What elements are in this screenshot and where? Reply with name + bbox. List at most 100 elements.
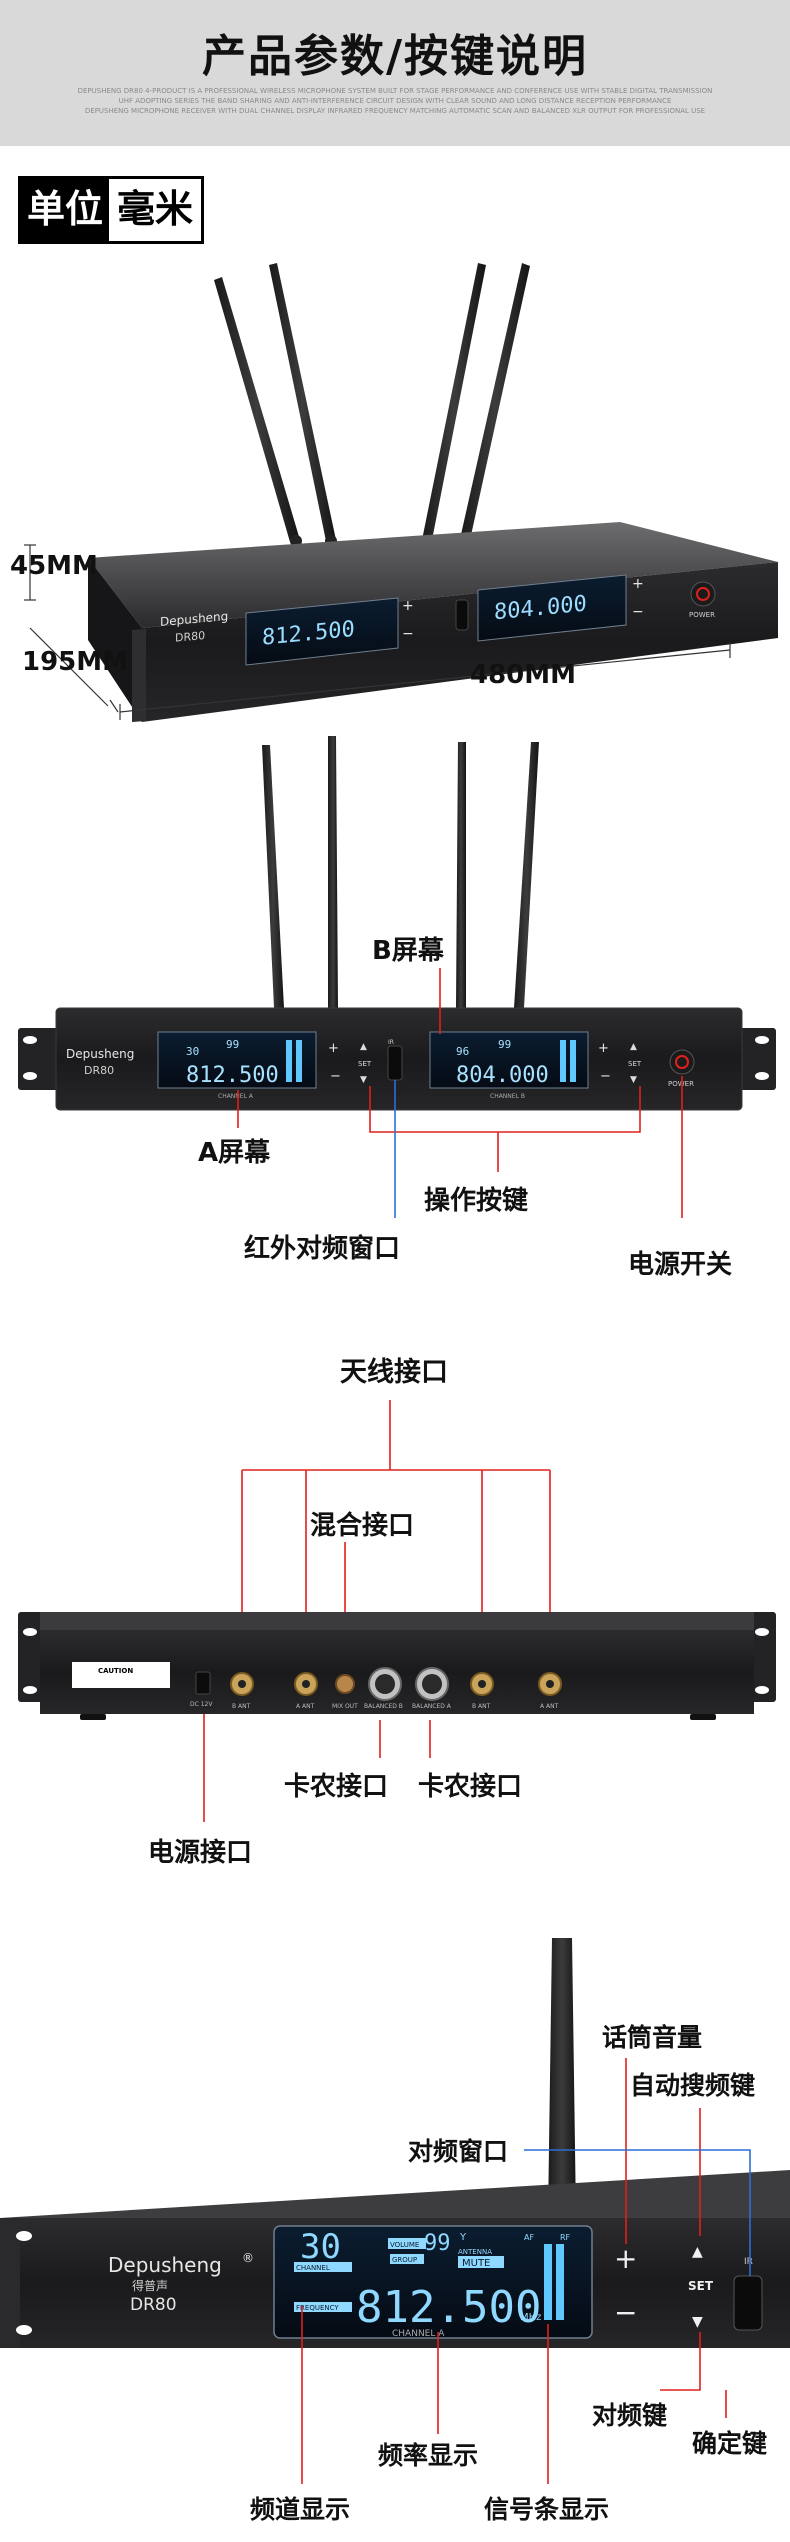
callout-channel-display: 频道显示 [250,2495,351,2524]
callout-xlr-right: 卡农接口 [418,1772,523,1802]
xlr-connector [368,1667,449,1701]
plus-button-b[interactable]: + [598,1041,609,1056]
dc-label: DC 12V [190,1701,213,1708]
device-rear-view: CAUTION DC 12V B ANT A ANT MIX OUT BALAN… [18,1400,776,1822]
pair-arrow-icon[interactable]: ▼ [692,2314,703,2330]
ir-label: IR [744,2257,753,2267]
device-perspective: Depusheng DR80 812.500 804.000 + − + − P… [24,263,778,722]
channel-a-label: CHANNEL A [218,1093,254,1100]
channel-a-label: CHANNEL A [392,2329,445,2339]
header-banner: 产品参数/按键说明 DEPUSHENG DR80 4-PRODUCT IS A … [0,0,790,146]
display-channel-tag: CHANNEL [296,2264,330,2272]
screen-b-frequency: 804.000 [456,1063,549,1088]
screen-a-volume: 99 [226,1038,239,1051]
callout-mix-port: 混合接口 [310,1511,415,1541]
scan-arrow-icon[interactable]: ▲ [630,1042,637,1052]
callout-xlr-left: 卡农接口 [284,1772,389,1802]
minus-button[interactable]: − [614,2296,637,2329]
signal-bars-a [286,1040,302,1082]
port-label: BALANCED B [364,1703,403,1710]
minus-button-b[interactable]: − [632,604,644,620]
pair-arrow-icon[interactable]: ▼ [360,1075,367,1085]
port-label: B ANT [232,1703,251,1710]
antenna-icon [548,1938,576,2218]
plus-button-b[interactable]: + [632,576,644,592]
display-channel-number: 30 [300,2227,341,2267]
unit-label-part-a: 单位 [21,179,110,241]
display-volume-tag: VOLUME [390,2241,419,2249]
screen-a [273,2225,593,2339]
mix-out-jack [335,1674,355,1694]
port-label: A ANT [540,1703,559,1710]
display-mhz: MHz [520,2312,541,2323]
scan-arrow-icon[interactable]: ▲ [692,2244,703,2260]
bnc-connector [230,1672,562,1696]
scan-arrow-icon[interactable]: ▲ [360,1042,367,1052]
dc-port [195,1671,211,1695]
device-front-view: Depusheng DR80 812.500 30 99 CHANNEL A +… [18,736,776,1218]
callout-pair-window: 对频窗口 [408,2137,509,2166]
callout-auto-scan: 自动搜频键 [630,2071,756,2100]
brand-name: Depusheng [108,2253,222,2277]
ir-window [455,599,469,631]
caution-text: CAUTION [98,1667,133,1675]
port-label: B ANT [472,1703,491,1710]
display-rf-label: RF [560,2233,571,2242]
callout-a-screen: A屏幕 [198,1138,271,1168]
callout-power-switch: 电源开关 [628,1250,733,1280]
detail-callout-lines [301,2058,727,2484]
signal-bar-rf [556,2244,564,2320]
display-volume-value: 99 [424,2231,451,2256]
subtitle-line: UHF ADOPTING SERIES THE BAND SHARING AND… [118,97,672,105]
callout-operation-keys: 操作按键 [424,1186,529,1216]
brand-cn-name: 得普声 [132,2278,168,2293]
callout-ir-window: 红外对频窗口 [244,1234,401,1264]
power-button[interactable] [690,581,716,607]
port-label: A ANT [296,1703,315,1710]
screen-b-channel: 96 [456,1045,469,1058]
dimension-depth: 195MM [22,647,129,677]
minus-button[interactable]: − [402,626,414,642]
ir-window [733,2275,763,2331]
minus-button[interactable]: − [330,1069,341,1084]
callout-b-screen: B屏幕 [372,936,444,966]
ir-window [387,1045,403,1081]
antenna-icon [262,736,539,1008]
device-detail-view: Depusheng ® 得普声 DR80 30 CHANNEL FREQUENC… [0,1938,790,2484]
dimension-lines [24,544,731,720]
front-callout-lines [237,968,683,1218]
display-group-tag: GROUP [392,2256,417,2264]
pair-window-callout-line [524,2149,751,2276]
unit-label-part-b: 毫米 [109,179,202,241]
ir-label: IR [388,1039,394,1046]
pair-arrow-icon[interactable]: ▼ [630,1075,637,1085]
callout-confirm-key: 确定键 [692,2429,768,2458]
display-frequency-tag: FREQUENCY [296,2304,339,2312]
port-label: MIX OUT [332,1703,358,1710]
page-title: 产品参数/按键说明 [201,31,589,82]
power-button[interactable] [669,1049,695,1075]
callout-pair-key: 对频键 [592,2401,668,2430]
brand-registered: ® [242,2251,254,2265]
plus-button[interactable]: + [328,1041,339,1056]
set-button[interactable]: SET [628,1060,642,1068]
brand-name: Depusheng [160,609,228,629]
dimension-height: 45MM [10,551,98,581]
signal-bars-b [560,1040,576,1082]
dimension-width: 480MM [470,660,577,690]
display-frequency-value: 812.500 [356,2282,541,2333]
plus-button[interactable]: + [402,598,414,614]
power-label: POWER [689,611,715,619]
brand-name: Depusheng [66,1047,134,1061]
set-button[interactable]: SET [358,1060,372,1068]
screen-a-frequency: 812.500 [186,1063,279,1088]
set-button[interactable]: SET [688,2279,714,2293]
antenna-icon [214,263,530,547]
plus-button[interactable]: + [614,2242,637,2275]
caution-label [72,1662,170,1688]
minus-button-b[interactable]: − [600,1069,611,1084]
callout-power-port: 电源接口 [148,1838,253,1868]
port-label: BALANCED A [412,1703,452,1710]
screen-b-volume: 99 [498,1038,511,1051]
